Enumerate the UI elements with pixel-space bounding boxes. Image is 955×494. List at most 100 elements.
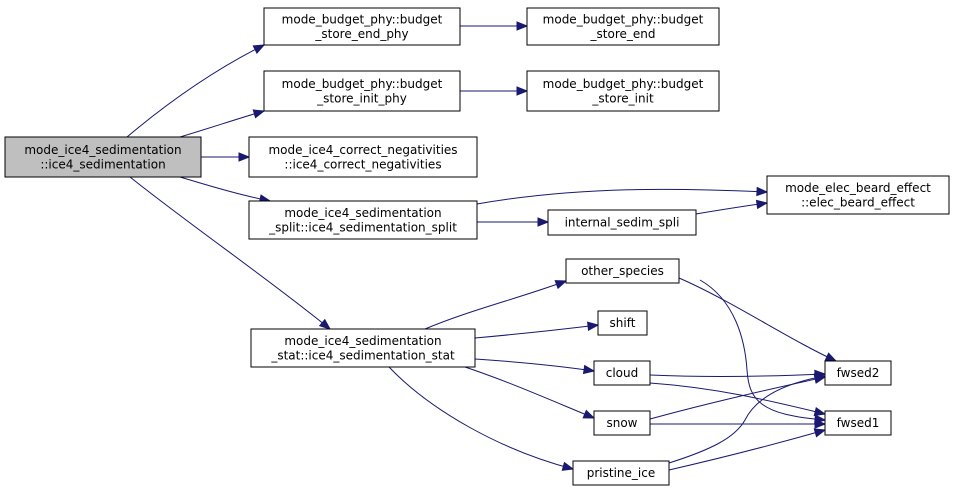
node-label-line: pristine_ice <box>587 466 655 480</box>
node-bsi[interactable]: mode_budget_phy::budget_store_init <box>526 70 720 112</box>
edge-line <box>699 279 826 421</box>
node-label-line: shift <box>610 316 636 330</box>
node-label-line: _store_end_phy <box>314 27 408 41</box>
edge-snow-to-fw1 <box>650 419 827 429</box>
node-other[interactable]: other_species <box>565 258 680 284</box>
edge-line <box>179 110 265 138</box>
edge-line <box>649 376 826 420</box>
edge-stat-to-snow <box>464 366 596 419</box>
node-label-line: mode_ice4_sedimentation <box>284 334 441 348</box>
edge-split-to-elec <box>476 186 769 205</box>
arrow-head-icon <box>238 152 251 162</box>
node-label-line: cloud <box>606 366 639 380</box>
edge-line <box>388 366 574 470</box>
node-box <box>597 310 648 336</box>
node-box <box>263 7 461 46</box>
node-box <box>4 136 202 178</box>
edge-line <box>129 176 331 330</box>
nodes-layer: mode_ice4_sedimentation::ice4_sedimentat… <box>4 7 950 486</box>
edge-split-to-isp <box>477 217 550 227</box>
arrow-head-icon <box>252 44 266 54</box>
node-label-line: _store_init_phy <box>316 91 407 105</box>
node-label-line: mode_elec_beard_effect <box>785 181 931 195</box>
node-label-line: mode_budget_phy::budget <box>543 77 704 91</box>
arrow-head-icon <box>813 373 827 383</box>
node-label-line: other_species <box>581 264 664 278</box>
node-box <box>824 410 892 436</box>
node-stat[interactable]: mode_ice4_sedimentation_stat::ice4_sedim… <box>250 328 476 368</box>
node-isp[interactable]: internal_sedim_spli <box>547 209 697 236</box>
edge-isp-to-elec <box>695 199 769 215</box>
edge-cloud-to-fw2 <box>649 369 827 380</box>
node-label-line: _split::ice4_sedimentation_split <box>268 220 457 234</box>
node-bsip[interactable]: mode_budget_phy::budget_store_init_phy <box>263 70 461 112</box>
arrow-head-icon <box>554 280 568 290</box>
arrow-head-icon <box>755 199 769 210</box>
node-box <box>572 460 670 486</box>
arrow-head-icon <box>561 461 575 471</box>
edge-root-to-corr <box>201 152 251 162</box>
node-label-line: ::ice4_sedimentation <box>40 157 165 171</box>
edge-bsip-to-bsi <box>460 86 529 96</box>
edge-line <box>695 202 768 215</box>
edge-cloud-to-fw1 <box>649 382 827 417</box>
node-label-line: _store_init <box>591 91 654 105</box>
node-box <box>593 410 651 436</box>
edge-stat-to-cloud <box>474 358 596 375</box>
edge-root-to-stat <box>129 176 332 330</box>
edge-line <box>424 280 567 330</box>
arrow-head-icon <box>587 321 600 331</box>
node-label-line: ::elec_beard_effect <box>801 195 915 209</box>
edge-line <box>649 382 826 415</box>
node-elec[interactable]: mode_elec_beard_effect::elec_beard_effec… <box>766 175 950 215</box>
node-label-line: mode_ice4_sedimentation <box>284 206 441 220</box>
arrow-head-icon <box>814 419 827 429</box>
node-box <box>547 209 697 236</box>
node-label-line: mode_ice4_correct_negativities <box>268 143 457 157</box>
node-label-line: fwsed1 <box>837 416 880 430</box>
edge-pice-to-fw1 <box>668 428 827 471</box>
arrow-head-icon <box>813 428 827 438</box>
node-label-line: ::ice4_correct_negativities <box>284 157 441 171</box>
arrow-head-icon <box>516 21 529 31</box>
edge-line <box>476 188 768 205</box>
edge-pice-to-fw2 <box>668 373 827 464</box>
node-bsep[interactable]: mode_budget_phy::budget_store_end_phy <box>263 7 461 46</box>
node-box <box>824 360 892 386</box>
edge-line <box>668 429 826 471</box>
node-root: mode_ice4_sedimentation::ice4_sedimentat… <box>4 136 202 178</box>
node-corr[interactable]: mode_ice4_correct_negativities::ice4_cor… <box>248 136 478 178</box>
arrow-head-icon <box>582 409 596 419</box>
node-pice[interactable]: pristine_ice <box>572 460 670 486</box>
node-fw1[interactable]: fwsed1 <box>824 410 892 436</box>
node-label-line: mode_ice4_sedimentation <box>24 143 181 157</box>
edge-root-to-bsep <box>126 44 266 138</box>
edge-line <box>474 358 595 372</box>
edge-stat-to-shift <box>474 321 600 339</box>
node-label-line: mode_budget_phy::budget <box>282 77 443 91</box>
node-label-line: internal_sedim_spli <box>565 216 680 230</box>
node-shift[interactable]: shift <box>597 310 648 336</box>
node-fw2[interactable]: fwsed2 <box>824 360 892 386</box>
node-snow[interactable]: snow <box>593 410 651 436</box>
node-bse[interactable]: mode_budget_phy::budget_store_end <box>526 7 720 46</box>
node-box <box>526 70 720 112</box>
edge-other-to-fw2 <box>678 277 838 362</box>
edge-line <box>649 373 826 378</box>
node-split[interactable]: mode_ice4_sedimentation_split::ice4_sedi… <box>248 200 478 240</box>
edge-line <box>678 277 837 362</box>
node-cloud[interactable]: cloud <box>593 360 651 386</box>
edge-line <box>474 324 599 339</box>
node-box <box>593 360 651 386</box>
arrow-head-icon <box>537 217 550 227</box>
node-label-line: _store_end <box>590 27 656 41</box>
edge-line <box>464 366 595 419</box>
node-box <box>250 328 476 368</box>
node-box <box>526 7 720 46</box>
arrow-head-icon <box>756 186 769 197</box>
node-label-line: mode_budget_phy::budget <box>282 12 443 26</box>
edge-line <box>668 375 826 464</box>
node-box <box>248 136 478 178</box>
arrow-head-icon <box>813 406 827 417</box>
